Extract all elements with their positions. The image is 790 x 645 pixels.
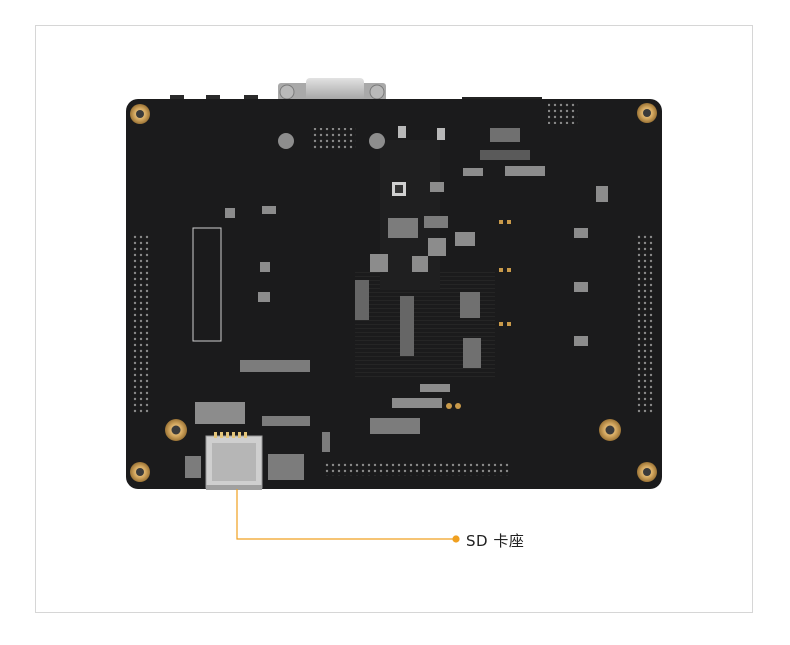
sd-card-slot-label: SD 卡座 bbox=[466, 532, 525, 550]
silkscreen-outline bbox=[192, 227, 222, 342]
vga-pin-field bbox=[312, 128, 356, 150]
top-right-header bbox=[548, 102, 578, 124]
mounting-holes bbox=[130, 103, 657, 482]
screw-pad bbox=[369, 133, 385, 149]
gold-test-pads bbox=[446, 220, 511, 409]
sd-card-slot bbox=[205, 432, 263, 490]
callout-dot bbox=[452, 535, 460, 543]
vga-connector bbox=[278, 78, 386, 103]
callout-line bbox=[236, 489, 456, 540]
smd-components bbox=[185, 126, 608, 480]
right-pin-header bbox=[637, 235, 655, 413]
screw-pad bbox=[278, 133, 294, 149]
trace-area bbox=[380, 140, 440, 290]
bottom-pin-header bbox=[325, 462, 509, 476]
left-pin-header bbox=[133, 235, 151, 413]
